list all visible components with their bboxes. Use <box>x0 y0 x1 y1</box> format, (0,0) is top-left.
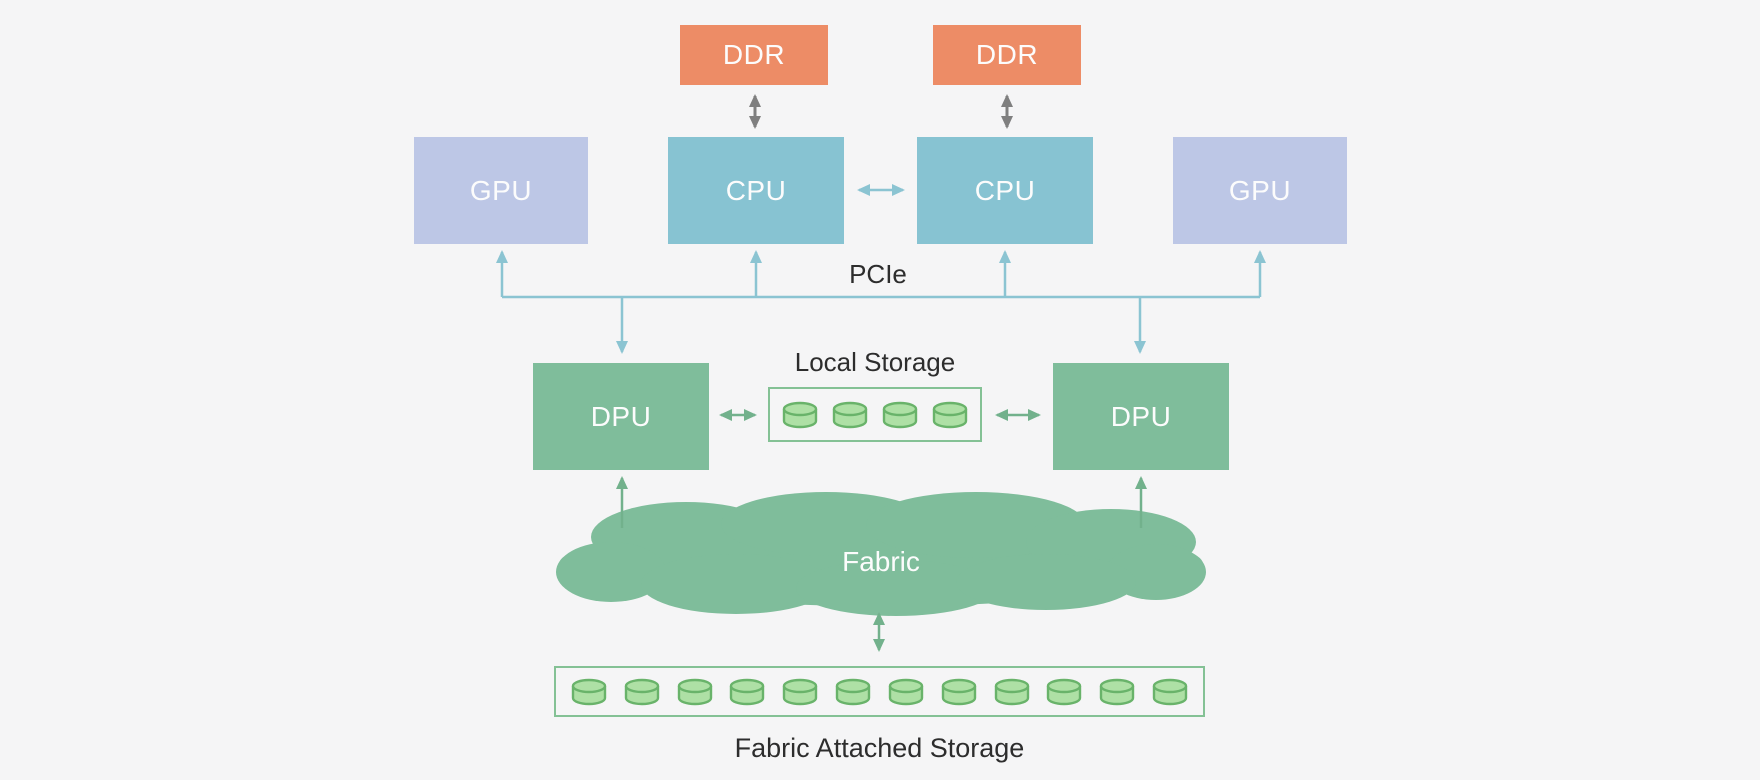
disk-icon <box>882 401 918 428</box>
fabric-cloud <box>556 492 1206 616</box>
disk-icon <box>932 401 968 428</box>
fabric-attached-storage-box <box>554 666 1205 717</box>
disk-icon <box>1152 678 1188 705</box>
disk-icon <box>994 678 1029 705</box>
disk-icon <box>730 678 765 705</box>
cpu2-label: CPU <box>974 174 1036 206</box>
disk-icon <box>571 678 607 705</box>
fabric-attached-storage-label: Fabric Attached Storage <box>734 733 1025 763</box>
disk-icon <box>677 678 712 705</box>
disk-icon <box>832 401 868 428</box>
ddr1-box: DDR <box>680 25 828 85</box>
dpu1-label: DPU <box>590 400 652 432</box>
disk-icon <box>888 678 924 705</box>
fabric-label: Fabric <box>842 546 920 577</box>
disk-icon <box>782 401 818 428</box>
gpu2-label: GPU <box>1228 174 1292 206</box>
ddr1-label: DDR <box>722 39 786 70</box>
gpu1-label: GPU <box>469 174 533 206</box>
cpu2-box: CPU <box>917 137 1093 244</box>
ddr2-label: DDR <box>975 39 1039 70</box>
local-storage-label: Local Storage <box>794 347 956 377</box>
dpu2-box: DPU <box>1053 363 1229 470</box>
pcie-label: PCIe <box>849 259 907 289</box>
ddr2-box: DDR <box>933 25 1081 85</box>
dpu2-label: DPU <box>1110 400 1172 432</box>
disk-icon <box>1100 678 1135 705</box>
local-storage-box <box>768 387 982 442</box>
disk-icon <box>941 678 976 705</box>
gpu1-box: GPU <box>414 137 588 244</box>
disk-icon <box>1047 678 1082 705</box>
disk-icon <box>835 678 871 705</box>
gpu2-box: GPU <box>1173 137 1347 244</box>
disk-icon <box>624 678 659 705</box>
cpu1-label: CPU <box>725 174 787 206</box>
cpu1-box: CPU <box>668 137 844 244</box>
dpu1-box: DPU <box>533 363 709 470</box>
disk-icon <box>783 678 818 705</box>
